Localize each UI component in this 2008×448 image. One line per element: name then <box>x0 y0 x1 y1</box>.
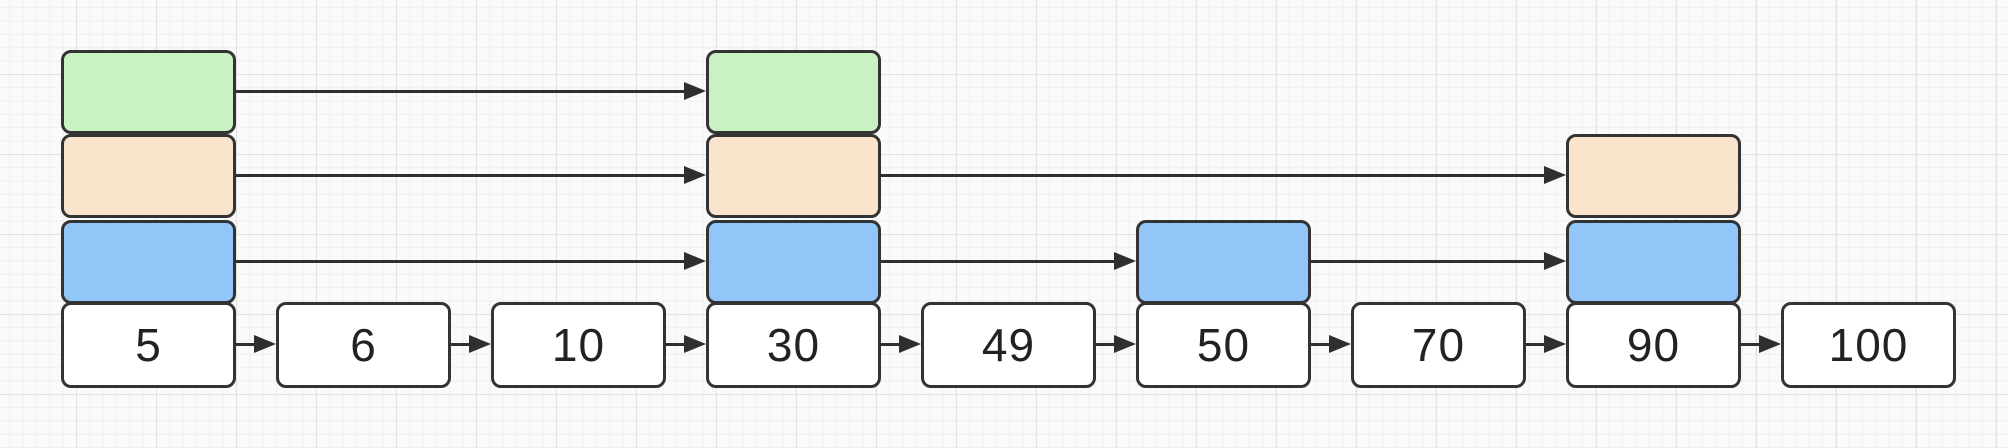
arrow-level0-30-to-49[interactable] <box>881 335 921 353</box>
arrow-level2-30-to-90[interactable] <box>881 166 1566 184</box>
node-100[interactable]: 100 <box>1781 302 1956 388</box>
tower-node-30: 30 <box>706 0 881 448</box>
arrow-level0-5-to-6[interactable] <box>236 335 276 353</box>
level2-cell-node-30[interactable] <box>706 134 881 218</box>
arrow-level1-30-to-50[interactable] <box>881 252 1136 270</box>
node-6[interactable]: 6 <box>276 302 451 388</box>
node-50[interactable]: 50 <box>1136 302 1311 388</box>
arrow-level0-50-to-70[interactable] <box>1311 335 1351 353</box>
arrow-level0-49-to-50[interactable] <box>1096 335 1136 353</box>
tower-node-90: 90 <box>1566 0 1741 448</box>
node-5[interactable]: 5 <box>61 302 236 388</box>
arrow-level1-5-to-30[interactable] <box>236 252 706 270</box>
arrow-level0-6-to-10[interactable] <box>451 335 491 353</box>
arrow-level0-70-to-90[interactable] <box>1526 335 1566 353</box>
node-90[interactable]: 90 <box>1566 302 1741 388</box>
level2-cell-node-90[interactable] <box>1566 134 1741 218</box>
node-70-label: 70 <box>1411 319 1466 371</box>
level3-cell-node-30[interactable] <box>706 50 881 134</box>
node-30-label: 30 <box>766 319 821 371</box>
tower-node-10: 10 <box>491 0 666 448</box>
node-90-label: 90 <box>1626 319 1681 371</box>
arrow-level1-50-to-90[interactable] <box>1311 252 1566 270</box>
node-70[interactable]: 70 <box>1351 302 1526 388</box>
node-30[interactable]: 30 <box>706 302 881 388</box>
level1-cell-node-90[interactable] <box>1566 220 1741 304</box>
tower-node-50: 50 <box>1136 0 1311 448</box>
node-10-label: 10 <box>551 319 606 371</box>
arrow-level3-5-to-30[interactable] <box>236 82 706 100</box>
tower-node-70: 70 <box>1351 0 1526 448</box>
node-6-label: 6 <box>350 319 377 371</box>
level1-cell-node-5[interactable] <box>61 220 236 304</box>
tower-node-6: 6 <box>276 0 451 448</box>
arrow-level0-10-to-30[interactable] <box>666 335 706 353</box>
node-100-label: 100 <box>1828 319 1909 371</box>
level1-cell-node-30[interactable] <box>706 220 881 304</box>
level3-cell-node-5[interactable] <box>61 50 236 134</box>
node-49[interactable]: 49 <box>921 302 1096 388</box>
level2-cell-node-5[interactable] <box>61 134 236 218</box>
node-50-label: 50 <box>1196 319 1251 371</box>
node-5-label: 5 <box>135 319 162 371</box>
tower-node-100: 100 <box>1781 0 1956 448</box>
tower-node-49: 49 <box>921 0 1096 448</box>
node-10[interactable]: 10 <box>491 302 666 388</box>
level1-cell-node-50[interactable] <box>1136 220 1311 304</box>
node-49-label: 49 <box>981 319 1036 371</box>
tower-node-5: 5 <box>61 0 236 448</box>
arrow-level2-5-to-30[interactable] <box>236 166 706 184</box>
arrow-level0-90-to-100[interactable] <box>1741 335 1781 353</box>
